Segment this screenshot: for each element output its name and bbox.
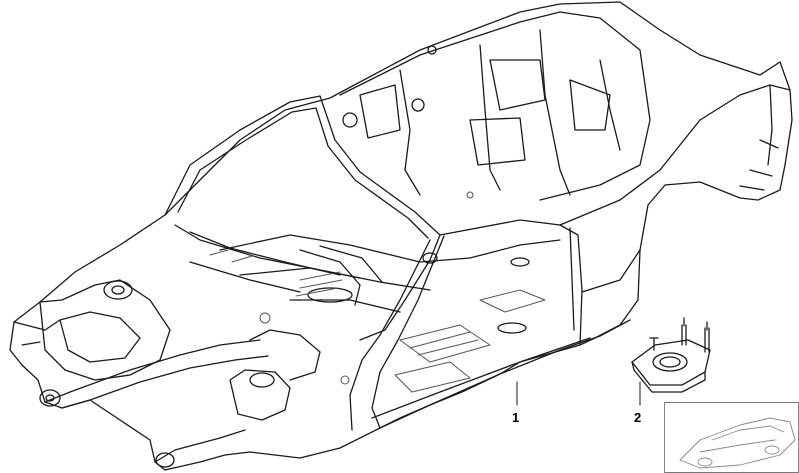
rear-bulkhead [339, 11, 651, 201]
rear-quarter-panel [559, 84, 791, 226]
front-strut-tower [39, 279, 171, 381]
floor-pan [219, 234, 561, 263]
bracket-plate [631, 339, 711, 386]
car-silhouette-icon [664, 402, 799, 473]
transmission-tunnel [299, 245, 383, 306]
front-frame-rail [44, 339, 261, 403]
door-opening [559, 224, 583, 346]
firewall [174, 224, 361, 279]
bracket-studs [649, 317, 710, 353]
right-strut-tower [229, 369, 291, 421]
mounting-bracket[interactable] [631, 317, 711, 406]
body-shell[interactable] [9, 1, 793, 471]
callout-label-2: 2 [634, 410, 642, 425]
body-outline [9, 1, 793, 471]
windshield-frame [164, 95, 441, 341]
a-pillar [349, 239, 431, 431]
callout-label-1: 1 [512, 410, 520, 425]
side-sill [379, 319, 631, 429]
